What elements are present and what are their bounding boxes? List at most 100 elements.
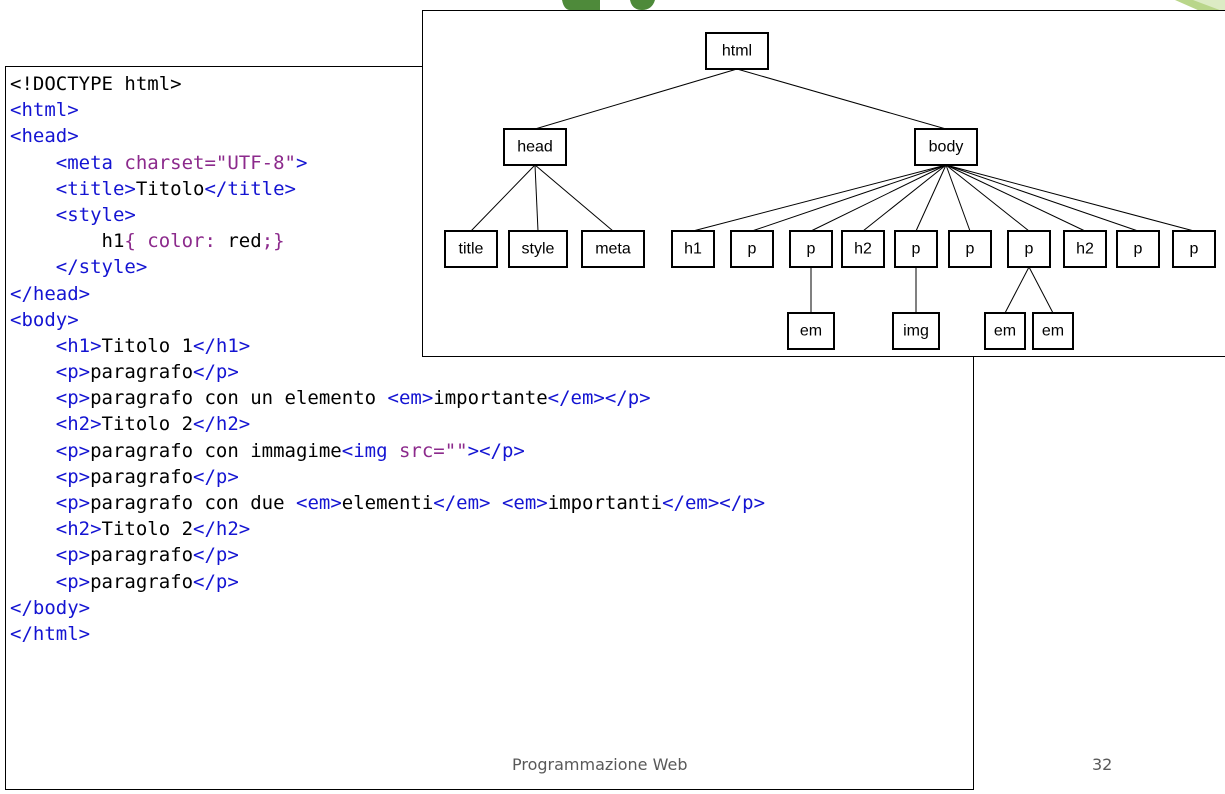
tree-node-box: [705, 32, 769, 70]
tree-edge: [810, 164, 947, 232]
code-line: <head>: [10, 123, 973, 149]
code-token: <meta: [55, 151, 125, 174]
code-line: </body>: [10, 595, 973, 621]
tree-node-h2: h2: [1063, 230, 1107, 268]
tree-node-label: p: [1190, 241, 1199, 258]
tree-node-p: p: [1007, 230, 1051, 268]
code-token: <p>: [55, 465, 91, 488]
tree-node-label: h2: [854, 241, 872, 258]
code-token: </html>: [10, 622, 91, 645]
tree-edge: [945, 164, 1086, 232]
code-token: paragrafo con immagime: [90, 439, 342, 462]
code-line: h1{ color: red;}: [10, 228, 973, 254]
code-line: <title>Titolo</title>: [10, 176, 973, 202]
code-token: { color:: [124, 230, 228, 253]
tree-node-body: body: [914, 128, 978, 166]
tree-node-box: [444, 230, 498, 268]
html-source-code-panel: <!DOCTYPE html><html><head> <meta charse…: [5, 66, 974, 790]
code-token: Titolo 1: [101, 334, 194, 357]
code-token: </body>: [10, 596, 91, 619]
tree-node-em: em: [787, 312, 835, 350]
code-token: Titolo: [135, 177, 205, 200]
tree-node-box: [1032, 312, 1074, 350]
code-line: </html>: [10, 621, 973, 647]
tree-edge: [470, 164, 536, 232]
code-token: paragrafo con un elemento: [90, 387, 388, 410]
code-line: <p>paragrafo con un elemento <em>importa…: [10, 385, 973, 411]
code-line: <p>paragrafo</p>: [10, 542, 973, 568]
tree-node-box: [1116, 230, 1160, 268]
code-token: </p>: [193, 570, 239, 593]
tree-node-label: p: [1025, 241, 1034, 258]
tree-node-p: p: [894, 230, 938, 268]
tree-node-box: [581, 230, 645, 268]
tree-node-box: [789, 230, 833, 268]
tree-node-html: html: [705, 32, 769, 70]
code-token: </p>: [193, 361, 239, 384]
code-token: charset=: [124, 151, 216, 174]
tree-edge: [915, 164, 947, 232]
code-line: <body>: [10, 307, 973, 333]
tree-node-label: title: [459, 241, 484, 258]
code-token: <title>: [55, 177, 136, 200]
slide-title-fragment: [562, 0, 655, 10]
tree-node-box: [984, 312, 1026, 350]
code-token: importanti: [547, 492, 663, 514]
tree-edge: [534, 164, 539, 232]
tree-node-em: em: [984, 312, 1026, 350]
code-token: </p>: [193, 544, 239, 567]
code-token: paragrafo: [90, 544, 194, 567]
code-line: </style>: [10, 254, 973, 280]
code-line: </head>: [10, 281, 973, 307]
tree-node-label: p: [966, 241, 975, 258]
code-token: <h2>: [55, 413, 102, 436]
tree-node-box: [948, 230, 992, 268]
tree-node-label: em: [994, 323, 1016, 340]
code-token: </p>: [193, 465, 239, 488]
tree-node-p: p: [730, 230, 774, 268]
tree-node-label: p: [748, 241, 757, 258]
code-token: <em>: [501, 492, 548, 514]
tree-node-box: [894, 230, 938, 268]
tree-node-h1: h1: [671, 230, 715, 268]
tree-node-box: [503, 128, 567, 166]
code-token: <head>: [10, 125, 79, 148]
tree-node-label: img: [903, 323, 929, 340]
code-line: <p>paragrafo con due <em>elementi</em> <…: [10, 490, 973, 516]
tree-node-p: p: [789, 230, 833, 268]
tree-node-label: h2: [1076, 241, 1094, 258]
tree-node-box: [787, 312, 835, 350]
code-token: Titolo 2: [101, 518, 194, 541]
code-token: paragrafo con due: [90, 492, 296, 514]
tree-edge: [945, 164, 1030, 232]
tree-node-box: [508, 230, 568, 268]
code-token: "": [444, 439, 468, 462]
tree-node-box: [730, 230, 774, 268]
code-line: <h2>Titolo 2</h2>: [10, 516, 973, 542]
tree-node-head: head: [503, 128, 567, 166]
code-token: paragrafo: [90, 465, 194, 488]
page-number: 32: [1092, 755, 1113, 774]
tree-node-box: [1172, 230, 1216, 268]
tree-edge: [751, 164, 947, 232]
code-token: red: [227, 230, 262, 253]
code-line: <h2>Titolo 2</h2>: [10, 411, 973, 437]
code-token: <p>: [55, 570, 91, 593]
code-line: <p>paragrafo</p>: [10, 359, 973, 385]
tree-edge: [534, 164, 614, 232]
tree-node-meta: meta: [581, 230, 645, 268]
tree-node-label: p: [807, 241, 816, 258]
code-token: </h2>: [193, 518, 251, 541]
tree-node-label: head: [517, 139, 553, 156]
tree-edge: [1004, 266, 1030, 314]
code-token: <img: [341, 439, 399, 462]
tree-node-p: p: [1172, 230, 1216, 268]
tree-node-box: [1007, 230, 1051, 268]
code-token: </h1>: [193, 334, 251, 357]
code-token: </style>: [55, 256, 148, 279]
tree-node-label: body: [929, 139, 964, 156]
tree-node-label: style: [522, 241, 555, 258]
code-token: Titolo 2: [101, 413, 194, 436]
code-token: <em>: [387, 387, 434, 410]
code-token: <style>: [55, 203, 136, 226]
